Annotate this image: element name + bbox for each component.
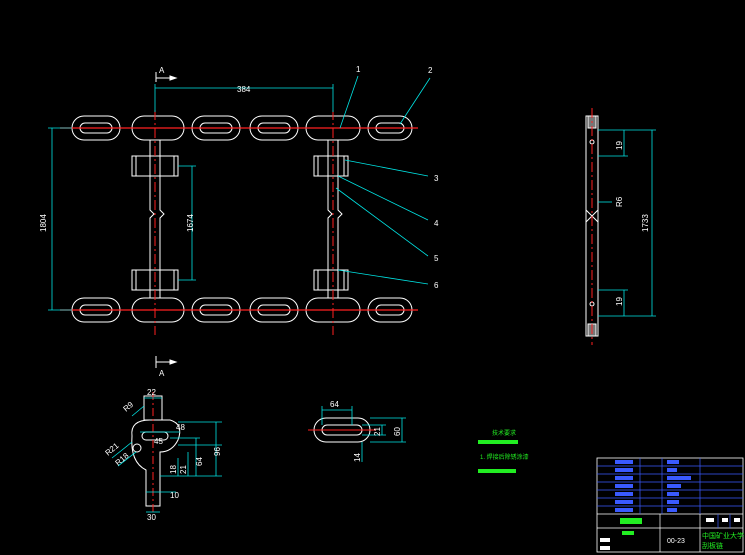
title-block-fills bbox=[600, 460, 740, 550]
connector-dim-3: 48 bbox=[176, 423, 185, 432]
dim-middle bbox=[178, 165, 196, 281]
connector-dims bbox=[111, 397, 222, 513]
section-mark-top bbox=[155, 72, 178, 82]
link-dim-length: 64 bbox=[330, 400, 339, 409]
dim-middle-value: 1674 bbox=[186, 214, 195, 232]
side-dim-bottom: 19 bbox=[615, 297, 624, 306]
legend-line-2: 1. 焊接后除锈涂漆 bbox=[480, 453, 529, 461]
legend-bar-1 bbox=[478, 440, 518, 444]
connector-dim-10: 96 bbox=[213, 447, 222, 456]
section-label-top: A bbox=[159, 66, 165, 75]
dim-top bbox=[154, 84, 334, 112]
side-dim-mid: R6 bbox=[615, 196, 624, 207]
connector-dim-1: 22 bbox=[147, 388, 156, 397]
legend-bar-2 bbox=[478, 469, 516, 473]
connector-dim-4: R21 bbox=[104, 441, 121, 458]
connector-dim-12: 30 bbox=[147, 513, 156, 522]
side-dim-top: 19 bbox=[615, 141, 624, 150]
title-block-label bbox=[620, 518, 642, 524]
connector-dim-11: 10 bbox=[170, 491, 179, 500]
connector-dim-8: 21 bbox=[179, 465, 188, 474]
leader-lines bbox=[335, 75, 431, 285]
drawing-number: 00-23 bbox=[667, 538, 685, 545]
connector-dim-6: 45 bbox=[154, 437, 163, 446]
legend-line-1: 技术要求 bbox=[492, 429, 516, 437]
connector-dim-2: R9 bbox=[122, 400, 136, 414]
connector-dim-7: 18 bbox=[169, 465, 178, 474]
section-label-bottom: A bbox=[159, 369, 165, 378]
link-dim-outer: 60 bbox=[393, 427, 402, 436]
callout-4: 4 bbox=[434, 219, 439, 228]
side-dims bbox=[598, 129, 656, 317]
dim-top-value: 384 bbox=[237, 85, 251, 94]
link-dim-inner: 21 bbox=[373, 427, 382, 436]
school-name: 中国矿业大学 bbox=[702, 531, 744, 540]
title-block bbox=[596, 457, 744, 553]
dim-left bbox=[48, 127, 72, 311]
callout-5: 5 bbox=[434, 254, 439, 263]
connector-dim-9: 64 bbox=[195, 457, 204, 466]
right-flight-bar bbox=[313, 140, 349, 298]
link-dim-wire: 14 bbox=[353, 453, 362, 462]
project-name: 刮板链 bbox=[702, 541, 723, 550]
link-dims bbox=[321, 406, 406, 462]
callout-1: 1 bbox=[356, 65, 361, 74]
callout-3: 3 bbox=[434, 174, 439, 183]
callout-6: 6 bbox=[434, 281, 439, 290]
side-dim-overall: 1733 bbox=[641, 214, 650, 232]
callout-2: 2 bbox=[428, 66, 433, 75]
connector-detail bbox=[131, 395, 181, 507]
dim-left-value: 1804 bbox=[39, 214, 48, 232]
connector-dim-5: R18 bbox=[114, 451, 131, 468]
section-mark-bottom bbox=[155, 356, 178, 368]
legend: 技术要求 1. 焊接后除锈涂漆 bbox=[478, 429, 529, 473]
